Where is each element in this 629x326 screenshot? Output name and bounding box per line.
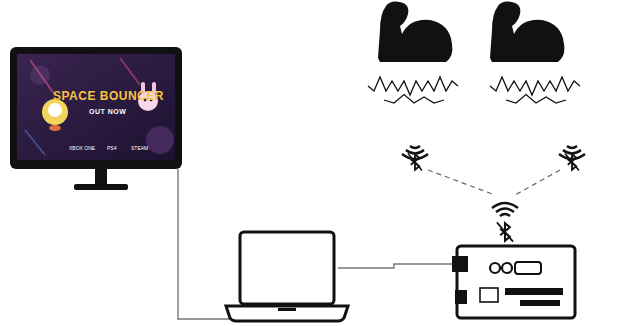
game-title: SPACE BOUNCER: [53, 90, 164, 102]
signal-trace: [490, 77, 580, 95]
wireless-link: [428, 170, 495, 195]
bluetooth-icon: [402, 146, 428, 170]
wireless-link: [515, 170, 560, 195]
cable: [338, 264, 455, 268]
platform-name: STEAM: [131, 146, 148, 151]
flexed-arm: [490, 2, 564, 63]
cable: [178, 169, 232, 319]
platform-name: XBOX ONE: [69, 146, 95, 151]
arduino-board: [452, 246, 575, 318]
astronaut-character: [42, 99, 68, 131]
emg-signal: [368, 77, 580, 103]
wireless-icon: [492, 203, 518, 242]
laptop: [226, 232, 348, 321]
monitor: [10, 47, 182, 190]
flexed-arm: [378, 2, 452, 63]
signal-trace: [506, 95, 566, 103]
signal-trace: [368, 77, 458, 95]
signal-trace: [384, 95, 444, 103]
bluetooth-icon: [559, 146, 585, 170]
platform-name: PS4: [107, 146, 116, 151]
release-note: OUT NOW: [89, 108, 126, 115]
